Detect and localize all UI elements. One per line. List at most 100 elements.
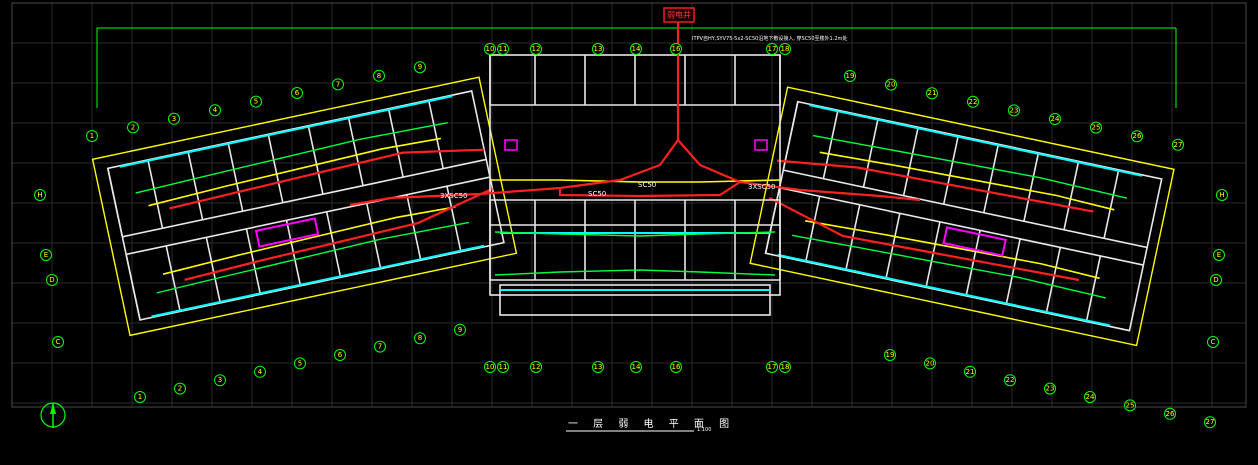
svg-text:10: 10 [486, 363, 495, 371]
axis-bubble: C [52, 336, 64, 348]
svg-text:2: 2 [131, 123, 135, 131]
svg-text:E: E [44, 251, 48, 259]
svg-text:7: 7 [336, 80, 340, 88]
axis-bubble: 26 [1164, 407, 1176, 420]
axis-bubble: 8 [373, 69, 385, 82]
svg-text:H: H [37, 191, 42, 199]
svg-text:20: 20 [926, 359, 935, 367]
svg-text:5: 5 [254, 98, 258, 106]
svg-text:D: D [1213, 276, 1218, 284]
axis-bubble: E [40, 249, 52, 261]
axis-bubble: 10 [484, 361, 496, 373]
riser-note: ITPV自HY,SYV75-5x2-SC50沿地下敷设接入, 穿SC50至楼外1… [692, 35, 847, 42]
svg-text:25: 25 [1126, 401, 1135, 409]
axis-bubble: 6 [291, 87, 303, 99]
svg-text:16: 16 [672, 45, 681, 53]
cable-label: SC50 [588, 190, 606, 198]
axis-bubble: 11 [497, 361, 509, 373]
axis-bubble: 25 [1124, 399, 1136, 412]
axis-bubble: 14 [630, 43, 642, 55]
svg-text:16: 16 [672, 363, 681, 371]
svg-text:23: 23 [1010, 106, 1019, 114]
svg-text:24: 24 [1086, 393, 1095, 401]
axis-bubble: 18 [779, 43, 791, 55]
axis-bubble: 2 [127, 121, 139, 134]
axis-bubble: 23 [1008, 104, 1020, 117]
svg-text:2: 2 [178, 385, 182, 393]
axis-bubble: 7 [332, 78, 344, 91]
riser-label-text: 弱电井 [667, 10, 691, 20]
axis-bubble: E [1213, 249, 1225, 261]
svg-text:21: 21 [966, 368, 975, 376]
svg-text:18: 18 [781, 45, 790, 53]
cable-label: 3XSC50 [440, 192, 468, 200]
svg-text:26: 26 [1133, 132, 1142, 140]
svg-text:7: 7 [378, 343, 382, 351]
axis-bubble: 11 [497, 43, 509, 55]
axis-bubble: 9 [454, 323, 466, 336]
axis-bubble: 26 [1131, 130, 1143, 143]
axis-bubble: 22 [1004, 374, 1016, 387]
svg-text:6: 6 [338, 351, 343, 359]
axis-bubble: 19 [884, 349, 896, 361]
axis-bubble: 3 [214, 374, 226, 387]
svg-text:11: 11 [499, 363, 508, 371]
svg-text:8: 8 [377, 72, 381, 80]
axis-bubble: 20 [924, 357, 936, 370]
axis-bubble: 4 [209, 104, 221, 117]
svg-text:10: 10 [486, 45, 495, 53]
axis-bubble: H [34, 189, 46, 201]
axis-bubble: 5 [294, 357, 306, 370]
riser-label: 弱电井 [663, 7, 695, 23]
axis-bubble: 8 [414, 332, 426, 345]
svg-text:H: H [1219, 191, 1224, 199]
svg-text:27: 27 [1174, 141, 1183, 149]
axis-bubble: 5 [250, 95, 262, 108]
svg-text:14: 14 [632, 363, 641, 371]
axis-bubble: 19 [844, 70, 856, 82]
axis-bubble: 1 [134, 391, 146, 403]
drawing-title: 一 层 弱 电 平 面 图 [568, 417, 735, 430]
axis-bubble: 21 [926, 87, 938, 100]
axis-bubble: 22 [967, 95, 979, 108]
svg-text:3: 3 [172, 115, 176, 123]
axis-bubble: 9 [414, 61, 426, 74]
svg-text:9: 9 [458, 326, 462, 334]
svg-text:24: 24 [1051, 115, 1060, 123]
svg-text:3: 3 [218, 376, 222, 384]
svg-text:18: 18 [781, 363, 790, 371]
svg-text:17: 17 [768, 45, 777, 53]
axis-bubble: 17 [766, 43, 778, 55]
device-cabinet [254, 217, 320, 248]
axis-bubble: 4 [254, 365, 266, 378]
axis-bubble: 16 [670, 361, 682, 373]
svg-text:21: 21 [928, 89, 937, 97]
axis-bubble: 20 [885, 78, 897, 91]
svg-text:26: 26 [1166, 410, 1175, 418]
north-arrow-icon [40, 402, 66, 428]
trunk-cable [349, 22, 921, 207]
central-block-plan [489, 54, 781, 316]
svg-text:4: 4 [213, 106, 218, 114]
cable-label: 3XSC50 [748, 183, 776, 191]
svg-text:25: 25 [1092, 124, 1101, 132]
svg-text:4: 4 [258, 368, 263, 376]
svg-text:C: C [56, 338, 61, 346]
axis-bubble: 13 [592, 43, 604, 55]
left-wing-plan [91, 76, 518, 337]
axis-bubble: 14 [630, 361, 642, 373]
axis-bubble: 10 [484, 43, 496, 55]
drawing-frame [11, 2, 1247, 408]
axis-bubble: 13 [592, 361, 604, 373]
svg-text:22: 22 [1006, 376, 1015, 384]
axis-bubble: D [1210, 274, 1222, 286]
svg-text:22: 22 [969, 98, 978, 106]
axis-bubble: 24 [1084, 391, 1096, 403]
svg-text:5: 5 [298, 359, 302, 367]
svg-text:19: 19 [846, 72, 855, 80]
svg-text:C: C [1211, 338, 1216, 346]
overall-dimension [96, 27, 1177, 108]
axis-bubble: 21 [964, 365, 976, 378]
